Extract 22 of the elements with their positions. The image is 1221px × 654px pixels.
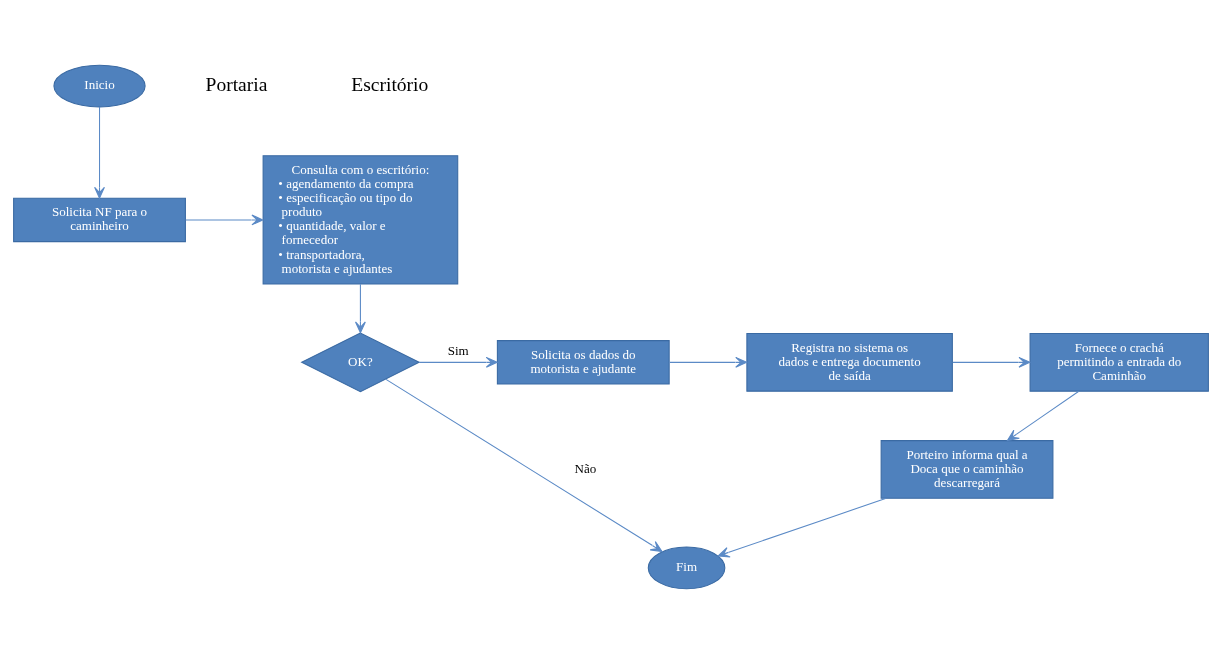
node-diamond: OK? <box>300 332 420 393</box>
node-box: Porteiro informa qual a Doca que o caminhão descarregará <box>880 440 1053 499</box>
node-box: Solicita NF para o caminheiro <box>12 197 186 243</box>
node-box: Fornece o crachá permitindo a entrada do Caminhão <box>1029 333 1209 392</box>
node-box: Consulta com o escritório: • agendamento da compra • especificação ou tipo do produto • quantidade, valor e fornecedor • transportadora, motorista e ajudantes <box>262 155 458 285</box>
arrow <box>1006 390 1079 441</box>
edge-label: Sim <box>447 343 469 359</box>
arrow <box>184 214 263 226</box>
arrow <box>384 378 662 553</box>
edge-label: Não <box>574 460 596 476</box>
arrow <box>93 106 105 199</box>
arrow <box>418 356 498 368</box>
arrow <box>668 356 747 368</box>
arrow <box>717 497 887 558</box>
arrow <box>951 356 1030 368</box>
label: Escritório <box>350 73 428 95</box>
node-box: Registra no sistema os dados e entrega documento de saída <box>745 333 953 392</box>
label: Portaria <box>205 73 267 95</box>
node-box: Solicita os dados do motorista e ajudante <box>496 340 670 385</box>
arrow <box>354 283 366 334</box>
node-ellipse: Fim <box>647 546 725 590</box>
node-ellipse: Inicio <box>52 64 146 108</box>
